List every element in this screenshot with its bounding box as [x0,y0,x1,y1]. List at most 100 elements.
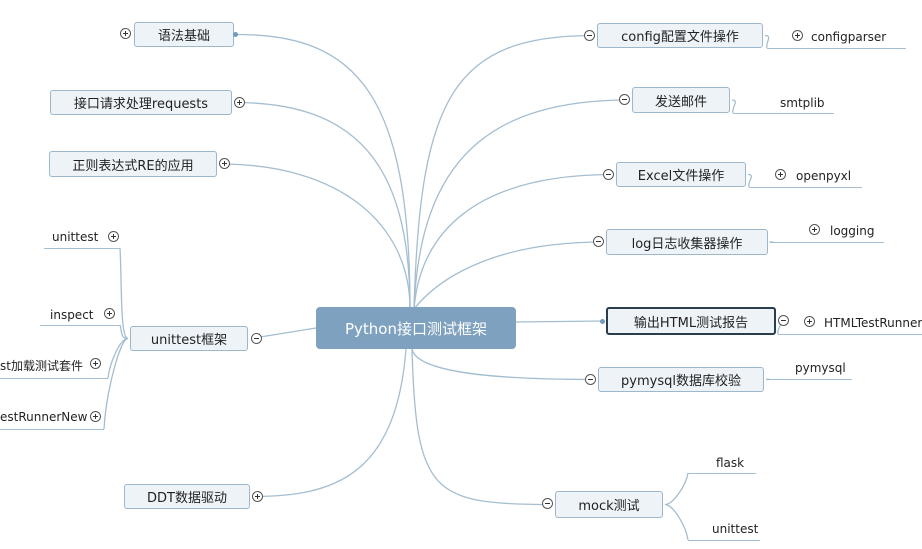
leaf-estrunnernew-label: estRunnerNew [0,410,88,424]
branch-yufa-label: 语法基础 [157,29,210,44]
branch-config-label: config配置文件操作 [621,30,739,45]
branch-unittest-label: unittest框架 [150,333,228,348]
collapse-icon[interactable] [778,315,789,326]
expand-icon[interactable] [804,316,815,327]
connector-line [411,348,553,506]
leaf-openpyxl-label: openpyxl [796,169,852,183]
leaf-unittest-label: unittest [712,522,759,536]
leaf-smtplib[interactable]: smtplib [780,94,840,112]
collapse-icon[interactable] [251,333,262,344]
connector-line [252,348,407,498]
connector-line [234,101,411,310]
connector-dot [232,32,238,37]
collapse-icon[interactable] [593,236,604,247]
leaf-htmltestrunner-label: HTMLTestRunner [824,316,922,330]
leaf-underline [767,379,852,380]
branch-ddt-label: DDT数据驱动 [147,491,227,506]
leaf-pymysql[interactable]: pymysql [795,359,853,377]
branch-mail-label: 发送邮件 [654,94,707,110]
leaf-openpyxl[interactable]: openpyxl [796,167,862,185]
connector-line [413,173,614,310]
branch-html-label: 输出HTML测试报告 [633,315,749,331]
connector-line [107,337,129,379]
leaf-underline [749,187,862,188]
leaf-configparser-label: configparser [811,30,887,44]
branch-mock[interactable]: mock测试 [555,491,663,518]
branch-excel[interactable]: Excel文件操作 [616,162,746,187]
leaf-st-label: st加载测试套件 [0,358,83,373]
leaf-st[interactable]: st加载测试套件 [0,356,83,374]
leaf-smtplib-label: smtplib [780,96,825,110]
expand-icon[interactable] [775,169,786,180]
branch-config[interactable]: config配置文件操作 [597,23,763,48]
leaf-underline [688,540,760,541]
expand-icon[interactable] [234,97,245,108]
expand-icon[interactable] [809,224,820,235]
leaf-underline [40,325,120,326]
branch-html[interactable]: 输出HTML测试报告 [606,307,776,335]
connector-line [413,99,630,310]
leaf-unittest[interactable]: unittest [712,520,764,538]
collapse-icon[interactable] [619,94,630,105]
leaf-underline [767,48,906,49]
root-topic-label: Python接口测试框架 [345,319,487,338]
collapse-icon[interactable] [542,498,553,509]
connector-line [103,337,129,430]
leaf-underline [778,334,922,335]
connector-line [413,34,595,310]
branch-re-label: 正则表达式RE的应用 [72,158,194,174]
expand-icon[interactable] [104,308,115,319]
branch-re[interactable]: 正则表达式RE的应用 [49,151,217,177]
collapse-icon[interactable] [585,374,596,385]
connector-line [411,348,596,381]
leaf-inspect[interactable]: inspect [50,306,108,324]
branch-yufa[interactable]: 语法基础 [134,22,234,47]
root-topic[interactable]: Python接口测试框架 [316,307,516,349]
expand-icon[interactable] [90,358,101,369]
connector-line [731,99,736,114]
branch-pymysql-label: pymysql数据库校验 [621,374,741,389]
expand-icon[interactable] [219,158,230,169]
branch-log-label: log日志收集器操作 [631,236,743,252]
leaf-underline [0,429,104,430]
branch-ddt[interactable]: DDT数据驱动 [124,484,250,509]
expand-icon[interactable] [120,28,131,39]
leaf-flask[interactable]: flask [716,454,756,472]
leaf-pymysql-label: pymysql [795,361,846,375]
connector-line [664,503,689,541]
leaf-configparser[interactable]: configparser [811,28,901,46]
connector-line [119,247,129,340]
leaf-unittest-label: unittest [52,230,99,244]
connector-line [747,173,752,188]
leaf-inspect-label: inspect [50,308,94,322]
expand-icon[interactable] [252,491,263,502]
branch-requests[interactable]: 接口请求处理requests [50,90,232,115]
leaf-estrunnernew[interactable]: estRunnerNew [0,408,88,426]
leaf-flask-label: flask [716,456,745,470]
leaf-underline [770,242,884,243]
expand-icon[interactable] [792,30,803,41]
leaf-logging[interactable]: logging [830,222,888,240]
collapse-icon[interactable] [584,30,595,41]
leaf-logging-label: logging [830,224,875,238]
leaf-underline [0,378,108,379]
expand-icon[interactable] [90,411,101,422]
connector-line [664,472,689,506]
connector-line [219,163,411,310]
branch-pymysql[interactable]: pymysql数据库校验 [598,367,764,392]
expand-icon[interactable] [108,231,119,242]
collapse-icon[interactable] [603,169,614,180]
connector-line [764,34,770,49]
connector-dot [599,318,605,324]
connector-line [515,320,604,323]
leaf-htmltestrunner[interactable]: HTMLTestRunner [824,314,922,332]
leaf-underline [44,248,120,249]
branch-mock-label: mock测试 [578,499,640,514]
connector-line [236,33,411,310]
branch-mail[interactable]: 发送邮件 [632,87,730,113]
leaf-underline [688,473,756,474]
branch-requests-label: 接口请求处理requests [73,97,209,112]
branch-log[interactable]: log日志收集器操作 [606,229,768,255]
branch-unittest[interactable]: unittest框架 [130,326,248,351]
leaf-unittest[interactable]: unittest [52,228,112,246]
